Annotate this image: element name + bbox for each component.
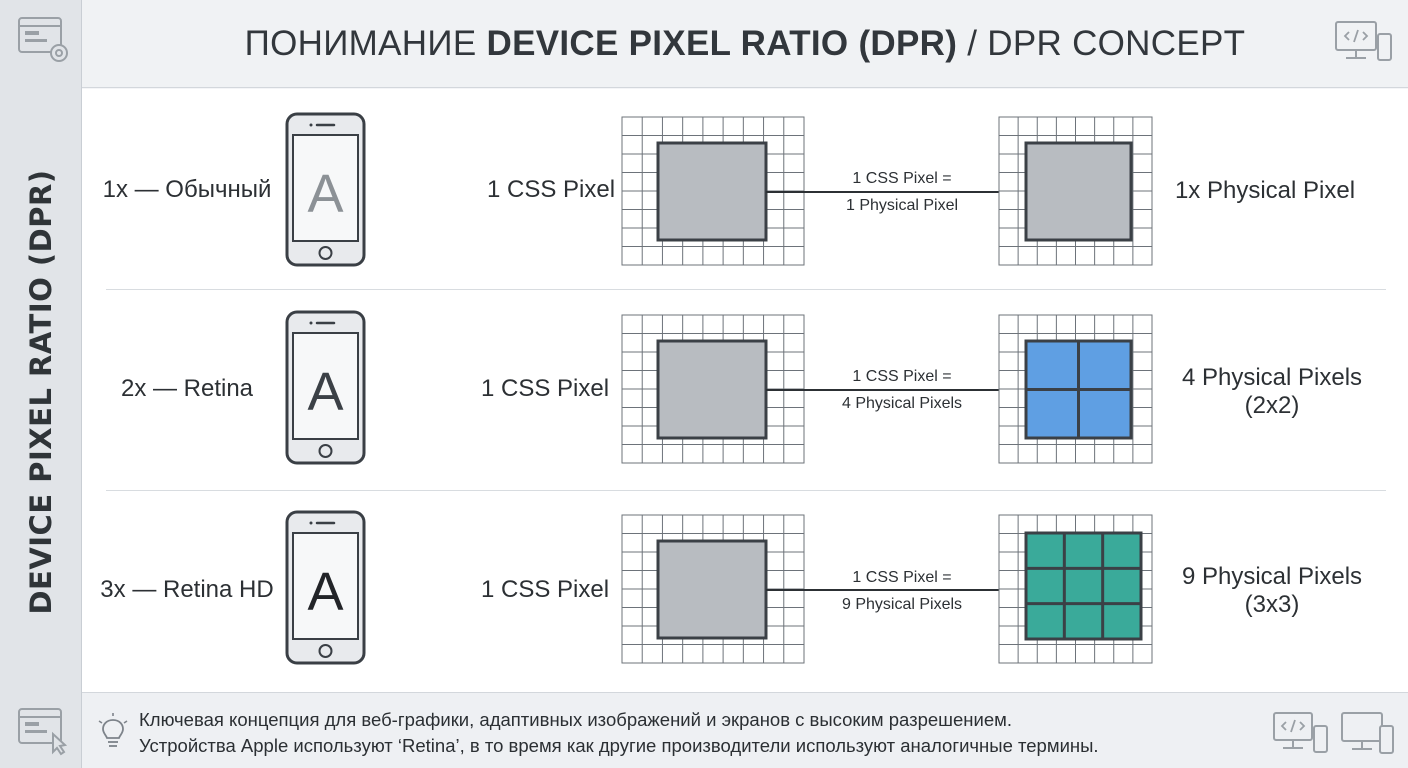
footer-line-2: Устройства Apple используют ‘Retina’, в … [139,735,1099,756]
title-prefix: ПОНИМАНИЕ [244,24,487,63]
physical-pixel-line: 1x Physical Pixel [1174,177,1356,204]
physical-pixel-line: 9 Physical Pixels [1181,563,1363,590]
phone-screen [292,332,359,440]
browser-cursor-icon [18,708,68,756]
arrow-caption: 1 CSS Pixel = 9 Physical Pixels [802,564,1002,618]
physical-pixel-label: 1x Physical Pixel [1145,177,1385,205]
arrow-caption-line: 1 CSS Pixel = [852,170,952,187]
css-pixel-label: 1 CSS Pixel [486,176,616,203]
css-pixel-label: 1 CSS Pixel [480,375,610,402]
arrow-caption-line: 4 Physical Pixels [841,395,963,412]
footer: Ключевая концепция для веб-графики, адап… [82,692,1408,768]
row-divider [106,490,1386,491]
phone-screen [292,134,359,242]
phone-home-button [318,644,333,658]
monitor-phone-icon [1341,712,1394,754]
arrow-caption-line: 1 CSS Pixel = [852,368,952,385]
phone-letter: A [307,362,343,422]
arrow-caption: 1 CSS Pixel = 1 Physical Pixel [802,165,1002,219]
physical-pixel-line: 4 Physical Pixels [1181,364,1363,391]
page-title: ПОНИМАНИЕ DEVICE PIXEL RATIO (DPR) / DPR… [82,24,1408,64]
side-band: DEVICE PIXEL RATIO (DPR) [0,0,82,768]
physical-pixel-block [1024,531,1143,641]
phone-camera [309,521,313,525]
arrow-caption: 1 CSS Pixel = 4 Physical Pixels [802,363,1002,417]
arrow-caption-line: 1 Physical Pixel [845,197,959,214]
phone-camera [309,123,313,127]
title-suffix: / DPR CONCEPT [957,24,1246,63]
physical-pixel-line: (2x2) [1244,392,1300,419]
phone-letter: A [307,562,343,622]
phone-letter: A [307,164,343,224]
css-pixel-square [656,539,768,640]
browser-settings-icon [18,17,68,62]
arrow-caption-line: 9 Physical Pixels [841,596,963,613]
physical-pixel-label: 9 Physical Pixels (3x3) [1152,563,1392,619]
title-bar: ПОНИМАНИЕ DEVICE PIXEL RATIO (DPR) / DPR… [82,0,1408,88]
row-divider [106,289,1386,290]
physical-pixel-label: 4 Physical Pixels (2x2) [1152,364,1392,420]
phone-screen [292,532,359,640]
phone-camera [309,321,313,325]
physical-pixel-line: (3x3) [1244,591,1300,618]
row-label-1x: 1x — Обычный [102,176,272,203]
physical-pixel-block [1024,141,1133,242]
code-devices-icon [1335,21,1392,61]
css-pixel-square [656,339,768,440]
title-bold: DEVICE PIXEL RATIO (DPR) [486,24,958,63]
arrow-caption-line: 1 CSS Pixel = [852,569,952,586]
css-pixel-label: 1 CSS Pixel [480,576,610,603]
row-label-3x: 3x — Retina HD [100,576,274,603]
code-devices-icon [1273,712,1328,753]
css-pixel-square [656,141,768,242]
phone-home-button [318,444,333,458]
footer-line-1: Ключевая концепция для веб-графики, адап… [139,709,1012,730]
phone-home-button [318,246,333,260]
row-label-2x: 2x — Retina [120,375,254,402]
lightbulb-icon [98,713,128,747]
